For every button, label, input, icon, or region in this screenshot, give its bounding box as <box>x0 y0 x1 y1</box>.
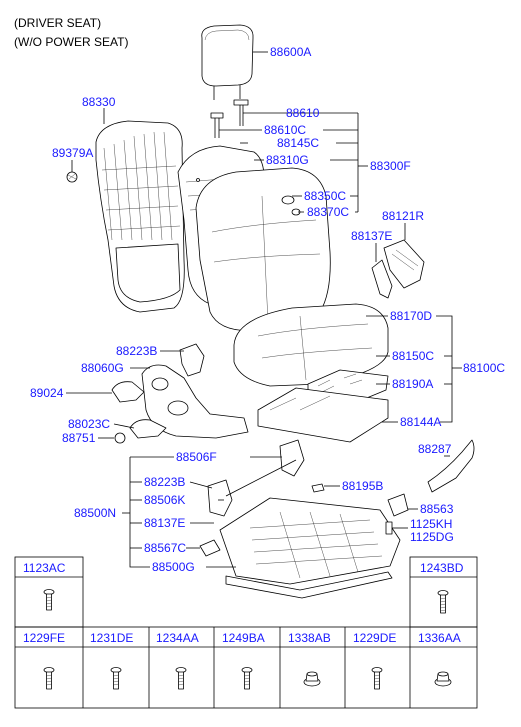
label-88610: 88610 <box>286 106 320 120</box>
cap-88751-drawing <box>114 432 126 444</box>
bolt-icon <box>110 667 122 690</box>
bolt-icon <box>175 667 187 690</box>
seat-track-assembly-drawing <box>219 497 401 599</box>
label-88300f: 88300F <box>370 159 411 173</box>
label-89024: 89024 <box>30 386 64 400</box>
label-88060g: 88060G <box>81 361 124 375</box>
recliner-mechanism-drawing <box>207 439 305 517</box>
label-88500n: 88500N <box>74 506 116 520</box>
headrest-guide-drawing <box>210 99 249 138</box>
leader-lines <box>66 51 462 568</box>
label-1125dg: 1125DG <box>410 530 454 544</box>
label-88150c: 88150C <box>392 349 434 363</box>
clip-89379a-drawing <box>66 171 78 183</box>
label-88190a: 88190A <box>392 377 433 391</box>
label-88330: 88330 <box>82 95 116 109</box>
label-88170d: 88170D <box>390 309 432 323</box>
bolt-icon <box>43 589 55 611</box>
bolt-icon <box>371 667 383 690</box>
label-88121r: 88121R <box>382 209 424 223</box>
fastener-label-1231de: 1231DE <box>90 631 133 645</box>
lever-89024-drawing <box>111 381 145 403</box>
label-88287: 88287 <box>418 442 452 456</box>
label-88567c: 88567C <box>144 541 186 555</box>
bolt-icon <box>241 667 253 690</box>
side-cover-drawing <box>141 364 249 439</box>
label-88563: 88563 <box>420 502 454 516</box>
knob-88023c-drawing <box>129 419 167 439</box>
seat-back-cushion-drawing <box>195 167 331 331</box>
label-88600a: 88600A <box>270 45 311 59</box>
label-88500g: 88500G <box>152 560 195 574</box>
fastener-label-1338ab: 1338AB <box>288 631 331 645</box>
label-88223b-upper: 88223B <box>116 344 157 358</box>
bolt-icon <box>437 590 449 614</box>
fastener-label-1336aa: 1336AA <box>418 631 461 645</box>
label-1125kh: 1125KH <box>410 517 452 531</box>
cover-88121r-drawing <box>383 239 425 289</box>
label-88506f: 88506F <box>176 450 217 464</box>
fastener-label-1229fe: 1229FE <box>23 631 65 645</box>
label-88506k: 88506K <box>144 493 185 507</box>
label-88370c: 88370C <box>307 205 349 219</box>
label-88350c: 88350C <box>304 189 346 203</box>
seat-cushion-drawing <box>233 303 389 387</box>
header-line-1: (DRIVER SEAT) <box>14 16 101 30</box>
flange-nut-icon <box>434 671 452 687</box>
label-88223b-lower: 88223B <box>144 475 185 489</box>
label-88023c: 88023C <box>68 417 110 431</box>
fastener-label-1243bd: 1243BD <box>420 561 464 575</box>
cover-88137e-drawing <box>371 259 393 299</box>
header-line-2: (W/O POWER SEAT) <box>14 35 128 49</box>
flange-nut-icon <box>303 671 321 687</box>
label-88145c: 88145C <box>277 136 319 150</box>
label-89379a: 89379A <box>52 146 93 160</box>
label-88137e-upper: 88137E <box>351 229 392 243</box>
headrest-drawing <box>201 24 254 100</box>
label-88144a: 88144A <box>400 415 441 429</box>
cover-88287-drawing <box>427 439 475 493</box>
bolt-icon <box>43 667 55 690</box>
label-88310g: 88310G <box>266 153 309 167</box>
fastener-label-1249ba: 1249BA <box>222 631 265 645</box>
label-88195b: 88195B <box>342 479 383 493</box>
fastener-label-1234aa: 1234AA <box>156 631 199 645</box>
small-hardware-drawing <box>199 483 409 557</box>
label-88610c: 88610C <box>264 123 306 137</box>
fastener-label-1123ac: 1123AC <box>23 561 66 575</box>
label-88751: 88751 <box>62 431 96 445</box>
fastener-table: 1123AC 1243BD 1229FE 1231DE 1234AA 1249B… <box>14 556 478 709</box>
label-88100c: 88100C <box>463 361 505 375</box>
cushion-base-drawing <box>257 387 389 443</box>
fastener-label-1229de: 1229DE <box>353 631 396 645</box>
bracket-88223b-drawing <box>179 343 205 377</box>
seat-back-frame-drawing <box>95 120 185 313</box>
label-88137e-lower: 88137E <box>144 516 185 530</box>
